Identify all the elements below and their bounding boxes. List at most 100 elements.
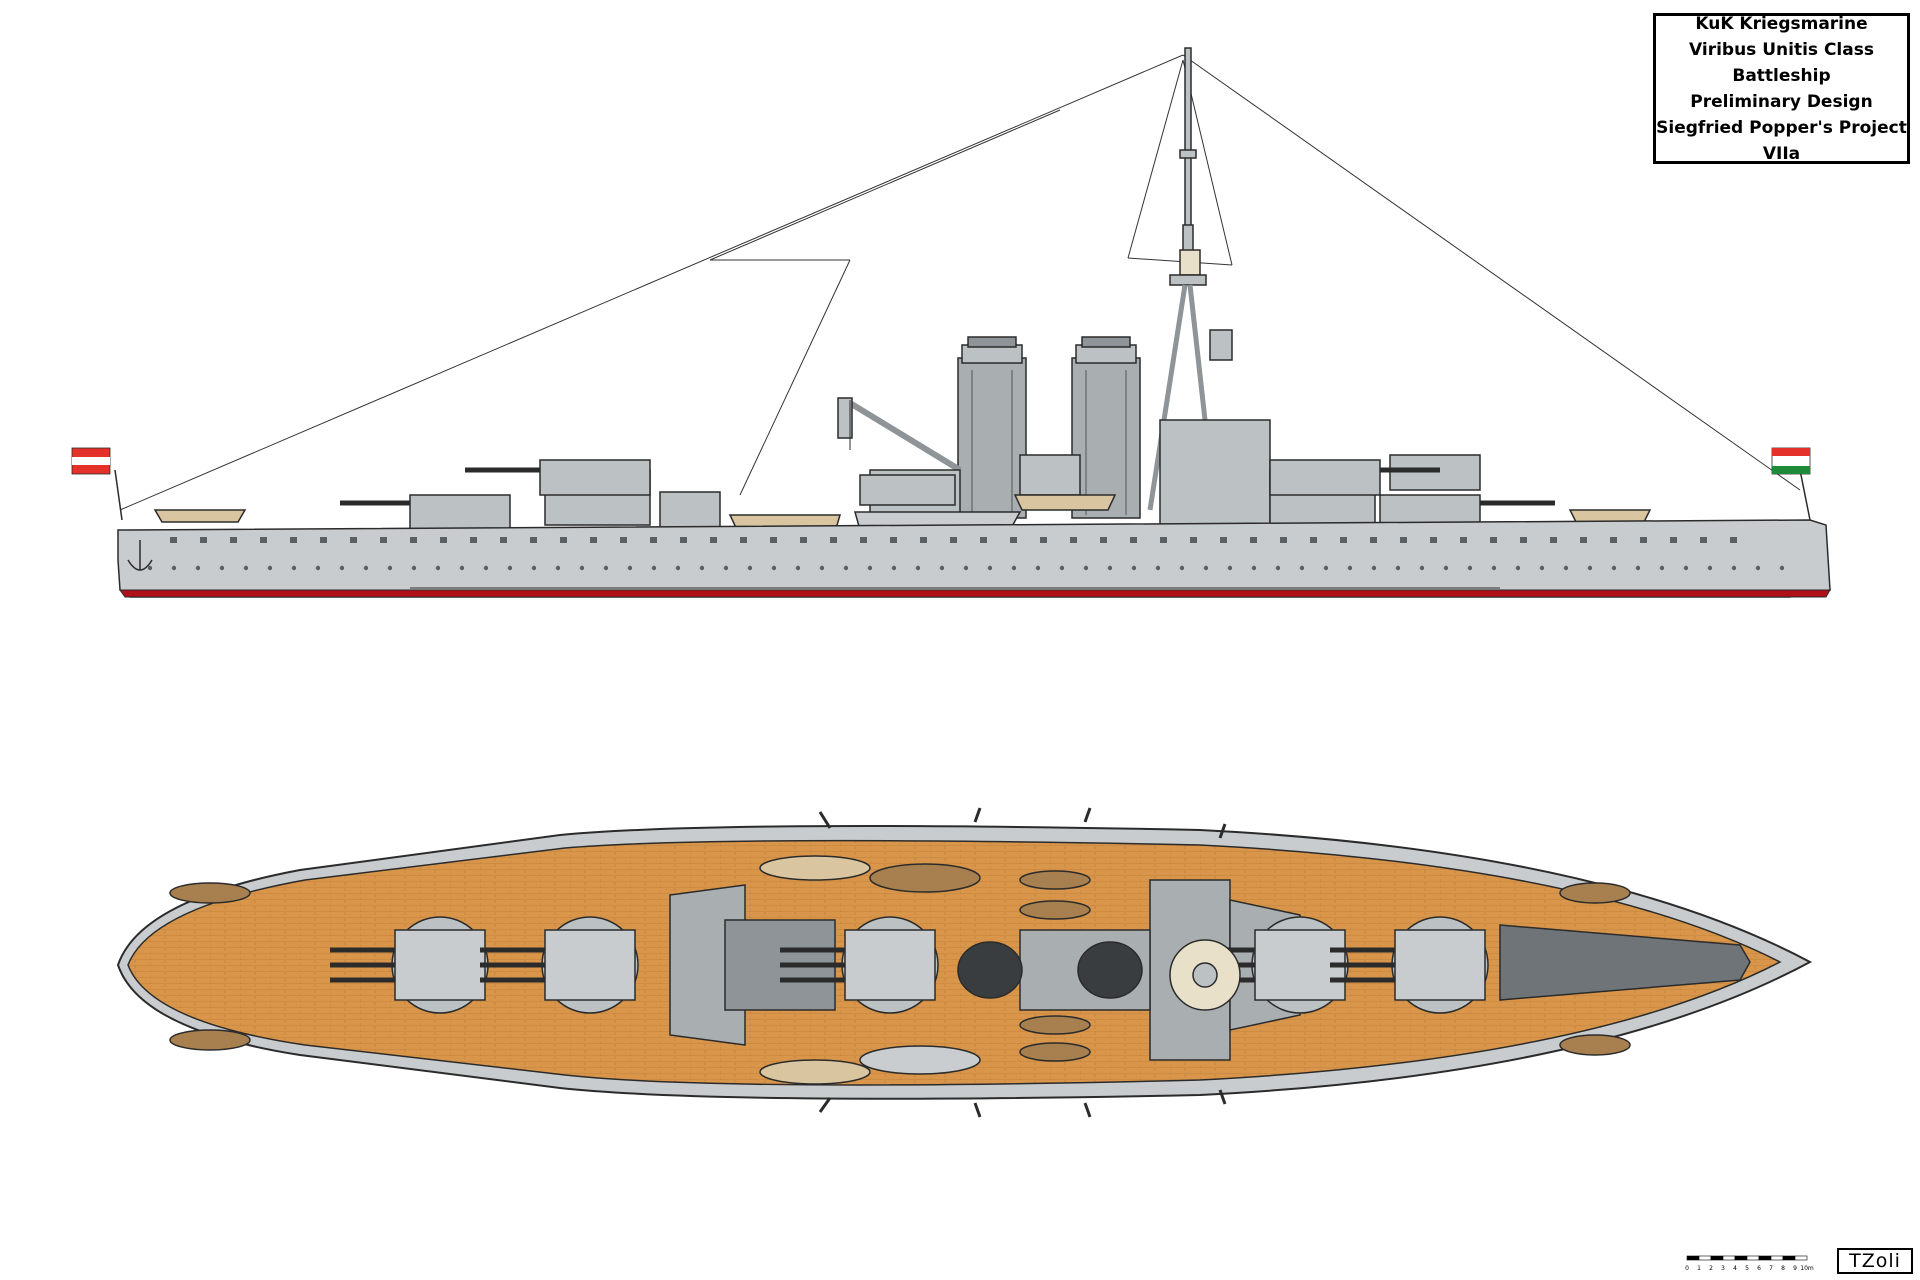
- casemate-port: [1370, 537, 1377, 543]
- porthole: [843, 565, 849, 571]
- casemate-port: [230, 537, 237, 543]
- scale-segment: [1698, 1255, 1712, 1261]
- porthole: [1035, 565, 1041, 571]
- net-boom: [1218, 1089, 1227, 1105]
- porthole: [1203, 565, 1209, 571]
- casemate-port: [500, 537, 507, 543]
- casemate-port: [950, 537, 957, 543]
- porthole: [219, 565, 225, 571]
- casemate-port: [1100, 537, 1107, 543]
- casemate-port: [530, 537, 537, 543]
- casemate-port: [1550, 537, 1557, 543]
- porthole: [603, 565, 609, 571]
- top-plan: [116, 807, 1813, 1118]
- casemate-port: [740, 537, 747, 543]
- porthole: [1419, 565, 1425, 571]
- porthole: [1683, 565, 1689, 571]
- net-boom: [973, 807, 982, 823]
- title-line-class: Viribus Unitis Class: [1689, 39, 1874, 60]
- porthole: [771, 565, 777, 571]
- scale-label: 5: [1745, 1265, 1749, 1272]
- casemate-port: [830, 537, 837, 543]
- porthole: [579, 565, 585, 571]
- scale-label: 1: [1697, 1265, 1701, 1272]
- porthole: [1299, 565, 1305, 571]
- casemate-port: [920, 537, 927, 543]
- porthole: [1155, 565, 1161, 571]
- rigging: [119, 54, 1801, 511]
- casemate-port: [1040, 537, 1047, 543]
- porthole: [291, 565, 297, 571]
- porthole: [1347, 565, 1353, 571]
- porthole: [339, 565, 345, 571]
- scale-segment: [1770, 1255, 1784, 1261]
- porthole: [1323, 565, 1329, 571]
- porthole: [891, 565, 897, 571]
- casemate-port: [980, 537, 987, 543]
- title-block: KuK Kriegsmarine Viribus Unitis Class Ba…: [1653, 13, 1910, 164]
- porthole: [435, 565, 441, 571]
- casemate-port: [1250, 537, 1257, 543]
- porthole: [795, 565, 801, 571]
- porthole: [1275, 565, 1281, 571]
- casemate-port: [1070, 537, 1077, 543]
- porthole: [1443, 565, 1449, 571]
- porthole: [699, 565, 705, 571]
- porthole: [1011, 565, 1017, 571]
- scale-label: 8: [1781, 1265, 1785, 1272]
- porthole: [1563, 565, 1569, 571]
- title-line-status: Preliminary Design: [1690, 91, 1873, 112]
- porthole: [723, 565, 729, 571]
- porthole: [1515, 565, 1521, 571]
- casemate-port: [410, 537, 417, 543]
- anchor-icon: [127, 540, 153, 571]
- casemate-port: [1640, 537, 1647, 543]
- porthole: [411, 565, 417, 571]
- plan-turret: [1330, 916, 1489, 1014]
- casemate-port: [290, 537, 297, 543]
- austrian-ensign-icon: [71, 447, 123, 521]
- scale-label: 9: [1793, 1265, 1797, 1272]
- porthole: [1587, 565, 1593, 571]
- porthole: [195, 565, 201, 571]
- main-mast: [1147, 47, 1233, 511]
- casemate-port: [1190, 537, 1197, 543]
- title-line-project: Siegfried Popper's Project VIIa: [1656, 117, 1907, 164]
- porthole: [171, 565, 177, 571]
- porthole: [939, 565, 945, 571]
- scale-segment: [1722, 1255, 1736, 1261]
- scale-label: 0: [1685, 1265, 1689, 1272]
- porthole: [1179, 565, 1185, 571]
- boat-crane: [837, 397, 962, 473]
- scale-label: 2: [1709, 1265, 1713, 1272]
- scale-segment: [1758, 1255, 1772, 1261]
- plan-turret: [780, 916, 939, 1014]
- torpedo-net-booms: [818, 807, 1227, 1118]
- plan-turret: [480, 916, 639, 1014]
- porthole: [1779, 565, 1785, 571]
- casemate-port: [620, 537, 627, 543]
- casemate-port: [470, 537, 477, 543]
- title-line-type: Battleship: [1732, 65, 1831, 86]
- plan-bridge: [1169, 939, 1241, 1011]
- porthole: [651, 565, 657, 571]
- scale-label: 3: [1721, 1265, 1725, 1272]
- porthole: [987, 565, 993, 571]
- porthole: [1083, 565, 1089, 571]
- scale-segment: [1710, 1255, 1724, 1261]
- casemate-port: [1610, 537, 1617, 543]
- casemate-port: [860, 537, 867, 543]
- casemate-port: [1730, 537, 1737, 543]
- casemate-port: [590, 537, 597, 543]
- porthole: [1371, 565, 1377, 571]
- scale-segment: [1794, 1255, 1808, 1261]
- net-boom: [1218, 823, 1227, 839]
- scale-label: 7: [1769, 1265, 1773, 1272]
- porthole: [459, 565, 465, 571]
- porthole: [747, 565, 753, 571]
- casemate-port: [1220, 537, 1227, 543]
- scale-segment: [1782, 1255, 1796, 1261]
- porthole: [1395, 565, 1401, 571]
- casemate-port: [380, 537, 387, 543]
